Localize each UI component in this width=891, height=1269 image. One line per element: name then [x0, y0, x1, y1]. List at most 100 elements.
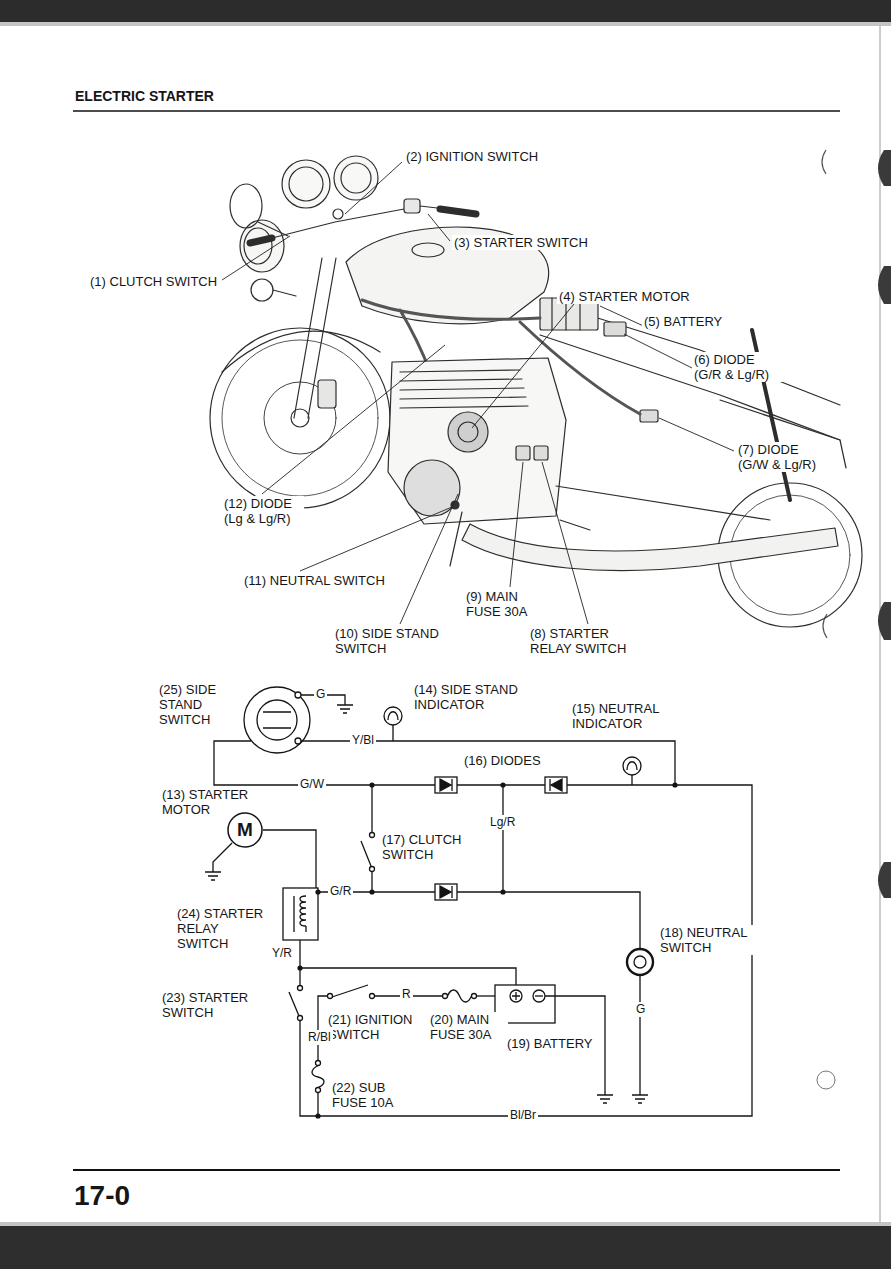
motorcycle-illustration	[250, 238, 272, 243]
wire-color-code: Y/R	[270, 946, 294, 961]
wiring-schematic	[451, 779, 452, 791]
motorcycle-illustration	[388, 358, 566, 524]
motorcycle-illustration	[244, 228, 272, 264]
callout-label: (1) CLUTCH SWITCH	[88, 274, 219, 289]
wire-color-code: Y/Bl	[350, 733, 376, 748]
scan-border	[878, 602, 891, 640]
motorcycle-illustration	[251, 279, 273, 301]
wiring-schematic	[502, 785, 503, 892]
wire-color-code: Lg/R	[488, 815, 517, 830]
wiring-schematic	[440, 779, 451, 791]
motorcycle-illustration	[404, 199, 420, 213]
component-label: (19) BATTERY	[505, 1036, 594, 1051]
motorcycle-illustration	[258, 222, 288, 236]
wiring-schematic	[316, 1088, 321, 1093]
scan-border	[0, 1222, 891, 1226]
leader-line	[262, 345, 445, 494]
motorcycle-illustration	[210, 156, 862, 627]
motorcycle-illustration	[534, 446, 548, 460]
wiring-schematic	[443, 994, 448, 999]
motorcycle-illustration	[333, 209, 343, 219]
wiring-schematic	[627, 762, 637, 770]
motorcycle-illustration	[450, 512, 462, 566]
motorcycle-illustration	[334, 156, 378, 200]
symbol-letter: M	[237, 819, 253, 841]
leader-line	[510, 462, 523, 587]
wiring-schematic	[294, 896, 306, 932]
wiring-schematic	[435, 884, 457, 900]
wiring-schematic	[315, 1113, 320, 1118]
leader-line	[624, 334, 700, 372]
wiring-schematic	[297, 782, 677, 1118]
wiring-schematic	[672, 782, 677, 787]
page-rule	[73, 1169, 840, 1171]
wire-color-code: R/Bl	[306, 1030, 333, 1045]
callout-label: (5) BATTERY	[642, 314, 724, 329]
wire-color-code: Bl/Br	[508, 1108, 538, 1123]
component-label: (20) MAIN FUSE 30A	[428, 1012, 508, 1042]
wire-color-code: G	[634, 1002, 647, 1017]
wiring-schematic	[295, 692, 301, 698]
wiring-schematic	[597, 1095, 613, 1103]
motorcycle-illustration	[412, 243, 444, 257]
wiring-schematic	[312, 1066, 324, 1088]
wiring-schematic	[298, 1016, 303, 1021]
motorcycle-illustration	[318, 380, 336, 408]
scan-border	[0, 0, 891, 22]
wiring-schematic	[392, 725, 393, 741]
wiring-schematic	[533, 990, 545, 1002]
wiring-schematic	[370, 994, 375, 999]
wire-color-code: G	[314, 687, 327, 702]
wiring-schematic	[384, 707, 402, 725]
wiring-schematic	[632, 1095, 648, 1103]
leader-line	[542, 462, 588, 624]
component-label: (14) SIDE STAND INDICATOR	[412, 682, 530, 712]
motorcycle-illustration	[556, 486, 770, 520]
wiring-schematic	[388, 712, 398, 720]
callout-label: (2) IGNITION SWITCH	[404, 149, 540, 164]
scan-border	[822, 150, 826, 174]
wire-color-code: G/W	[298, 777, 326, 792]
wiring-schematic	[623, 757, 641, 775]
wiring-schematic	[283, 888, 318, 940]
wiring-schematic	[549, 779, 550, 791]
wiring-schematic	[551, 779, 562, 791]
wiring-schematic	[300, 940, 516, 990]
leader-line	[428, 214, 450, 241]
page-rule	[73, 111, 840, 1170]
wiring-schematic	[298, 986, 303, 991]
motorcycle-illustration	[289, 167, 323, 201]
component-label: (16) DIODES	[462, 753, 543, 768]
motorcycle-illustration	[341, 163, 371, 193]
wiring-schematic	[318, 892, 640, 949]
wiring-schematic	[472, 994, 477, 999]
wire-color-code: G/R	[328, 884, 353, 899]
scan-border	[0, 22, 891, 26]
scan-border	[817, 1071, 835, 1089]
motorcycle-illustration	[516, 446, 530, 460]
component-label: (23) STARTER SWITCH	[160, 990, 256, 1020]
wiring-schematic	[369, 889, 374, 894]
motorcycle-illustration	[462, 524, 838, 570]
wiring-schematic	[451, 886, 452, 898]
callout-label: (4) STARTER MOTOR	[557, 289, 692, 304]
motorcycle-illustration	[273, 290, 296, 296]
component-label: (21) IGNITION SWITCH	[326, 1012, 422, 1042]
leader-line	[472, 304, 574, 428]
component-label: (25) SIDE STAND SWITCH	[157, 682, 242, 727]
motorcycle-illustration	[640, 410, 658, 422]
motorcycle-illustration	[282, 160, 330, 208]
wiring-schematic	[545, 777, 567, 793]
component-label: (22) SUB FUSE 10A	[330, 1080, 404, 1110]
component-label: (15) NEUTRAL INDICATOR	[570, 701, 677, 731]
motorcycle-illustration	[604, 322, 626, 336]
page-number: 17-0	[72, 1180, 132, 1212]
wiring-schematic	[295, 738, 301, 744]
wiring-schematic	[316, 1061, 321, 1066]
callout-label: (9) MAIN FUSE 30A	[464, 589, 538, 619]
wiring-schematic	[328, 994, 333, 999]
wiring-schematic	[510, 990, 522, 1002]
wiring-schematic	[205, 872, 221, 880]
